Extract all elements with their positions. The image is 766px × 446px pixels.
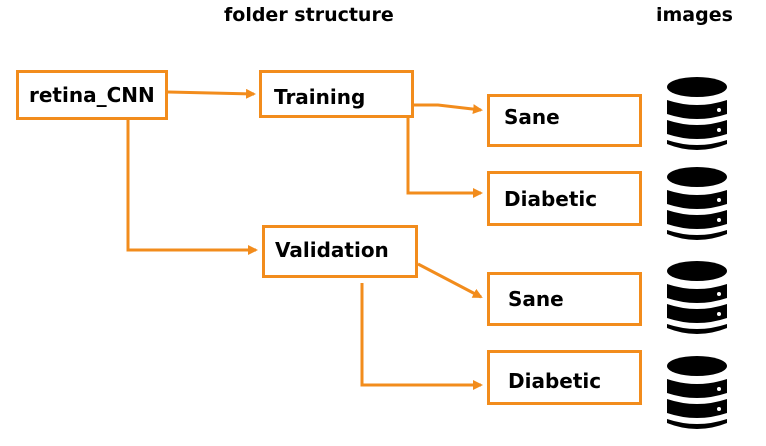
folder-validation-diabetic: Diabetic [487,350,642,405]
folder-label: Training [274,85,366,109]
folder-label: Sane [508,287,564,311]
arrow-validation-to-sane [417,262,483,299]
folder-label: Sane [504,105,560,129]
arrow-root-to-training [167,88,256,99]
database-icon [667,261,727,334]
database-icon [667,167,727,240]
folder-training-sane: Sane [487,94,642,147]
folder-label: Validation [275,238,389,262]
arrow-validation-to-diabetic [360,283,483,390]
folder-retina-cnn: retina_CNN [16,70,168,120]
folder-label: Diabetic [504,186,598,211]
arrow-training-to-sane [414,103,483,115]
arrow-training-to-diabetic [406,118,483,198]
folder-validation: Validation [262,225,418,278]
folder-structure-heading: folder structure [224,4,394,26]
database-icon [667,77,727,150]
arrow-root-to-validation [126,120,258,255]
folder-validation-sane: Sane [487,272,642,326]
database-icon [667,356,727,429]
images-heading: images [656,4,733,26]
folder-label: Diabetic [508,369,602,393]
folder-training-diabetic: Diabetic [487,171,642,226]
folder-training: Training [259,70,414,118]
folder-label: retina_CNN [29,83,155,107]
